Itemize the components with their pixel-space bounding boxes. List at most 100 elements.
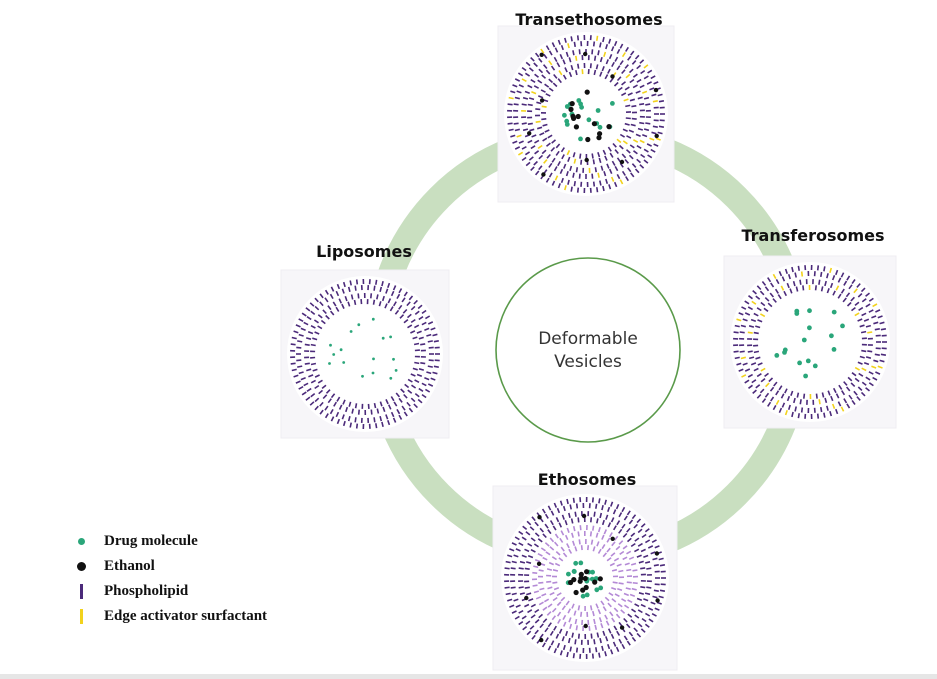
phospholipid-mark xyxy=(832,387,837,394)
phospholipid-mark xyxy=(524,603,530,608)
phospholipid-mark xyxy=(646,586,652,589)
phospholipid-mark xyxy=(545,69,551,75)
phospholipid-mark xyxy=(750,362,757,366)
phospholipid-mark xyxy=(553,587,560,591)
phospholipid-mark xyxy=(631,514,637,520)
phospholipid-mark xyxy=(643,598,649,602)
phospholipid-mark xyxy=(562,74,567,80)
phospholipid-mark xyxy=(858,306,864,311)
phospholipid-mark xyxy=(300,327,306,331)
phospholipid-mark xyxy=(837,277,842,283)
phospholipid-mark xyxy=(571,532,574,538)
phospholipid-mark xyxy=(572,540,576,546)
edge-activator-mark xyxy=(566,150,571,156)
phospholipid-mark xyxy=(518,567,524,570)
phospholipid-mark xyxy=(512,84,518,88)
phospholipid-mark xyxy=(781,402,786,408)
phospholipid-mark xyxy=(590,517,593,523)
phospholipid-mark xyxy=(791,411,794,418)
phospholipid-mark xyxy=(398,397,403,403)
phospholipid-mark xyxy=(556,642,561,649)
ethanol-molecule xyxy=(654,551,660,556)
phospholipid-mark xyxy=(565,171,569,177)
phospholipid-mark xyxy=(636,145,642,149)
phospholipid-mark xyxy=(640,628,646,633)
phospholipid-mark xyxy=(370,293,373,299)
phospholipid-mark xyxy=(512,140,518,144)
phospholipid-mark xyxy=(309,401,315,406)
phospholipid-mark xyxy=(297,365,303,368)
legend-label: Drug molecule xyxy=(104,533,198,549)
phospholipid-mark xyxy=(514,96,520,100)
phospholipid-mark xyxy=(848,284,853,290)
phospholipid-mark xyxy=(403,411,408,417)
phospholipid-mark xyxy=(627,599,633,604)
phospholipid-mark xyxy=(567,179,570,185)
phospholipid-mark xyxy=(851,372,857,377)
phospholipid-mark xyxy=(559,537,564,543)
phospholipid-mark xyxy=(608,38,612,44)
phospholipid-mark xyxy=(800,407,804,413)
edge-activator-mark xyxy=(610,176,615,182)
phospholipid-mark xyxy=(432,371,438,375)
phospholipid-mark xyxy=(410,318,416,324)
phospholipid-mark xyxy=(610,517,615,523)
phospholipid-mark xyxy=(650,148,656,153)
phospholipid-mark xyxy=(753,331,759,335)
phospholipid-mark xyxy=(505,560,511,564)
phospholipid-mark xyxy=(880,353,887,356)
phospholipid-mark xyxy=(354,403,358,409)
phospholipid-mark xyxy=(767,401,772,407)
phospholipid-mark xyxy=(296,359,302,362)
phospholipid-mark xyxy=(562,644,566,651)
edge-activator-mark xyxy=(596,35,599,41)
phospholipid-mark xyxy=(610,649,614,655)
phospholipid-mark xyxy=(541,149,547,155)
phospholipid-mark xyxy=(389,306,394,312)
phospholipid-mark xyxy=(613,525,617,531)
phospholipid-mark xyxy=(634,548,640,553)
phospholipid-mark xyxy=(639,121,645,125)
phospholipid-mark xyxy=(314,305,320,311)
phospholipid-mark xyxy=(629,144,635,149)
phospholipid-mark xyxy=(381,295,385,302)
phospholipid-mark xyxy=(591,497,594,503)
phospholipid-mark xyxy=(570,518,574,524)
edge-activator-mark xyxy=(540,48,545,54)
phospholipid-mark xyxy=(345,406,349,413)
phospholipid-mark xyxy=(618,144,624,150)
phospholipid-mark xyxy=(395,392,401,398)
ethanol-molecule xyxy=(539,98,545,103)
phospholipid-mark xyxy=(538,68,544,74)
phospholipid-mark xyxy=(840,288,845,294)
phospholipid-mark xyxy=(612,509,617,515)
phospholipid-mark xyxy=(310,324,316,329)
phospholipid-mark xyxy=(579,153,582,159)
phospholipid-mark xyxy=(611,568,618,572)
edge-activator-mark xyxy=(642,90,648,94)
phospholipid-mark xyxy=(417,304,423,310)
core-molecules-transethosomes xyxy=(527,51,659,177)
phospholipid-mark xyxy=(306,387,312,392)
drug-molecule xyxy=(349,330,353,333)
edge-activator-mark xyxy=(853,288,858,294)
phospholipid-mark xyxy=(606,547,611,553)
phospholipid-mark xyxy=(427,365,433,368)
vesicle-liposomes xyxy=(280,269,450,439)
phospholipid-mark xyxy=(643,148,649,153)
phospholipid-mark xyxy=(609,562,615,567)
phospholipid-mark xyxy=(530,166,535,171)
phospholipid-mark xyxy=(757,362,763,366)
phospholipid-mark xyxy=(740,324,746,328)
phospholipid-mark xyxy=(324,413,329,419)
phospholipid-mark xyxy=(602,630,606,636)
phospholipid-mark xyxy=(559,500,563,506)
phospholipid-mark xyxy=(574,618,578,625)
phospholipid-mark xyxy=(580,611,583,617)
phospholipid-mark xyxy=(601,543,606,550)
phospholipid-mark xyxy=(626,135,632,139)
phospholipid-mark xyxy=(778,270,783,277)
phospholipid-mark xyxy=(637,127,644,131)
phospholipid-mark xyxy=(579,525,582,531)
phospholipid-mark xyxy=(521,145,527,150)
